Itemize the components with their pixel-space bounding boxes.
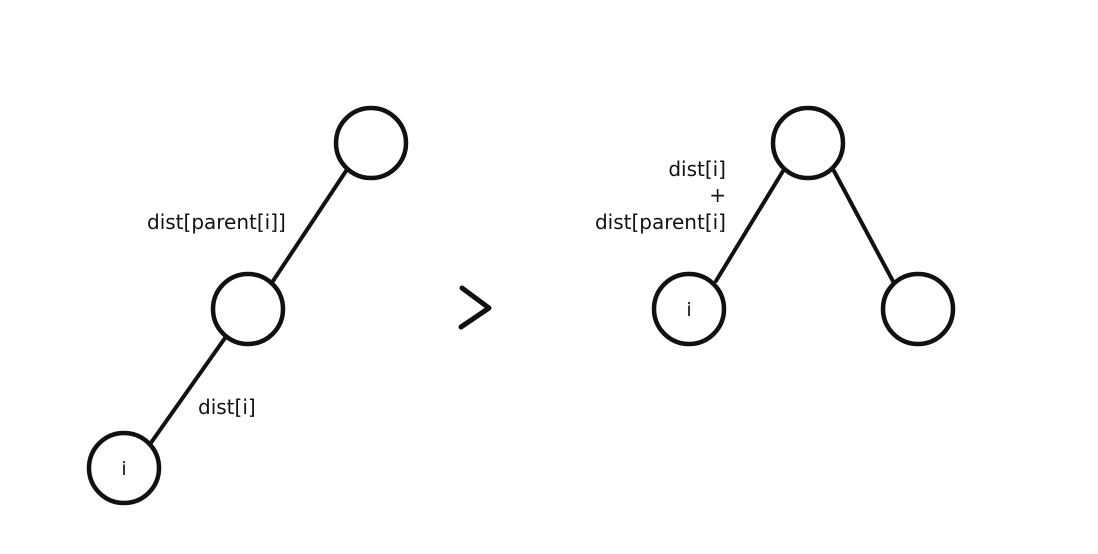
left-tree: i dist[parent[i]] dist[i] [86,105,409,506]
left-bottom-node [86,430,162,506]
left-upper-edge-label: dist[parent[i]] [147,210,286,234]
right-tree: i dist[i] + dist[parent[i] [595,105,956,347]
left-top-node [333,105,409,181]
left-lower-edge-label: dist[i] [198,395,256,419]
right-edge-label-line-1: dist[i] [668,157,726,181]
left-middle-node [210,271,286,347]
left-bottom-node-label: i [121,458,126,480]
right-edge-label-line-3: dist[parent[i] [595,210,726,234]
right-left-edge [714,169,785,283]
right-top-node [770,105,846,181]
right-right-edge [832,169,897,287]
left-upper-edge [271,169,348,283]
right-right-node [880,271,956,347]
right-left-node-label: i [686,299,691,321]
right-edge-label-line-2: + [709,183,726,207]
right-left-node [651,271,727,347]
left-lower-edge [146,336,227,449]
greater-than-icon [458,285,492,330]
